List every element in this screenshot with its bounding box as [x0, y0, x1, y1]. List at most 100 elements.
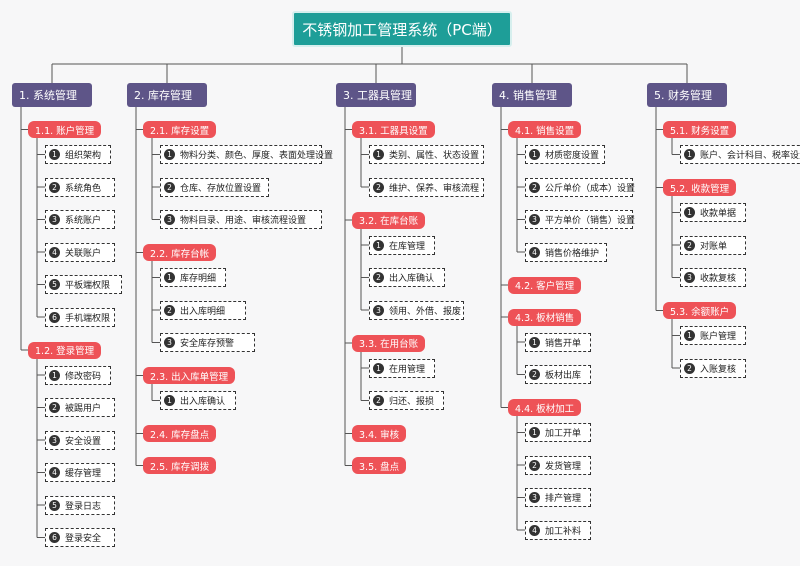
- subcategory-node: 3.4. 审核: [352, 425, 407, 442]
- leaf-label: 板材出库: [545, 371, 582, 381]
- subcategory-node: 2.4. 库存盘点: [143, 425, 217, 442]
- number-badge: 1: [373, 239, 384, 251]
- number-badge: 2: [684, 362, 695, 374]
- leaf-label: 平方单价（销售）设置: [545, 216, 636, 226]
- leaf-label: 物料目录、用途、审核流程设置: [180, 216, 307, 226]
- leaf-node: 1 销售开单: [525, 332, 591, 352]
- leaf-label: 安全设置: [65, 436, 102, 447]
- number-badge: 2: [164, 304, 175, 316]
- number-badge: 3: [164, 337, 175, 348]
- number-badge: 1: [684, 330, 695, 341]
- leaf-label: 维护、保养、审核流程: [389, 183, 480, 194]
- number-badge: 1: [164, 272, 175, 283]
- category-node: 5. 财务管理: [647, 83, 727, 107]
- leaf-label: 收款复核: [700, 274, 737, 284]
- number-badge: 4: [529, 524, 540, 536]
- root-title: 不锈钢加工管理系统（PC端）: [292, 11, 512, 47]
- leaf-node: 1 在库管理: [369, 235, 435, 255]
- leaf-label: 登录安全: [65, 534, 102, 544]
- leaf-label: 销售价格维护: [545, 248, 600, 259]
- leaf-label: 材质密度设置: [545, 151, 600, 161]
- leaf-label: 账户、会计科目、税率设置: [700, 151, 800, 161]
- leaf-label: 销售开单: [545, 338, 582, 349]
- subcategory-node: 3.1. 工器具设置: [352, 121, 435, 138]
- leaf-label: 手机端权限: [65, 313, 111, 324]
- leaf-node: 2 入账复核: [680, 358, 746, 378]
- number-badge: 3: [529, 214, 540, 225]
- number-badge: 1: [529, 427, 540, 438]
- leaf-label: 在库管理: [389, 241, 426, 252]
- number-badge: 2: [529, 369, 540, 380]
- leaf-node: 3 安全设置: [45, 430, 115, 450]
- leaf-node: 1 出入库确认: [160, 391, 236, 410]
- number-badge: 2: [373, 395, 384, 406]
- leaf-label: 仓库、存放位置设置: [180, 183, 262, 194]
- leaf-label: 平板端权限: [65, 281, 111, 291]
- number-badge: 2: [529, 181, 540, 193]
- leaf-node: 4 缓存管理: [45, 463, 115, 482]
- leaf-label: 修改密码: [65, 371, 102, 382]
- leaf-label: 物料分类、颜色、厚度、表面处理设置: [180, 151, 334, 161]
- subcategory-node: 2.1. 库存设置: [143, 121, 217, 138]
- leaf-label: 加工补料: [545, 526, 582, 537]
- leaf-label: 入账复核: [700, 364, 737, 375]
- number-badge: 3: [49, 434, 60, 446]
- subcategory-node: 4.4. 板材加工: [508, 399, 582, 416]
- subcategory-node: 5.1. 财务设置: [663, 121, 737, 138]
- leaf-label: 库存明细: [180, 274, 217, 284]
- leaf-label: 公斤单价（成本）设置: [545, 183, 636, 194]
- leaf-node: 2 仓库、存放位置设置: [160, 177, 269, 197]
- number-badge: 3: [164, 214, 175, 225]
- leaf-node: 3 平方单价（销售）设置: [525, 210, 636, 229]
- leaf-node: 2 板材出库: [525, 365, 591, 384]
- leaf-label: 归还、报损: [389, 397, 435, 407]
- subcategory-node: 3.2. 在库台账: [352, 211, 426, 229]
- number-badge: 2: [373, 181, 384, 193]
- leaf-label: 类别、属性、状态设置: [389, 151, 480, 161]
- leaf-node: 2 公斤单价（成本）设置: [525, 177, 636, 197]
- leaf-label: 缓存管理: [65, 469, 102, 479]
- leaf-label: 排产管理: [545, 494, 582, 504]
- subcategory-node: 2.2. 库存台帐: [143, 244, 217, 261]
- category-node: 1. 系统管理: [12, 83, 92, 107]
- leaf-label: 出入库确认: [180, 397, 226, 407]
- leaf-node: 2 归还、报损: [369, 391, 444, 410]
- leaf-node: 1 库存明细: [160, 268, 226, 287]
- category-node: 4. 销售管理: [492, 83, 572, 107]
- number-badge: 1: [529, 336, 540, 348]
- leaf-label: 领用、外借、报废: [389, 306, 462, 317]
- leaf-label: 系统账户: [65, 216, 102, 226]
- number-badge: 1: [164, 395, 175, 406]
- number-badge: 5: [49, 499, 60, 511]
- number-badge: 3: [373, 304, 384, 316]
- subcategory-node: 4.1. 销售设置: [508, 121, 582, 138]
- number-badge: 1: [529, 149, 540, 160]
- number-badge: 5: [49, 279, 60, 290]
- number-badge: 2: [164, 181, 175, 193]
- leaf-label: 安全库存预警: [180, 339, 235, 349]
- number-badge: 4: [49, 467, 60, 478]
- leaf-label: 发货管理: [545, 461, 582, 472]
- number-badge: 2: [684, 239, 695, 251]
- category-node: 3. 工器具管理: [336, 83, 416, 107]
- subcategory-node: 4.3. 板材销售: [508, 308, 582, 326]
- subcategory-node: 1.2. 登录管理: [28, 341, 102, 359]
- number-badge: 4: [529, 246, 540, 258]
- leaf-label: 在用管理: [389, 364, 426, 375]
- leaf-node: 2 维护、保养、审核流程: [369, 177, 484, 197]
